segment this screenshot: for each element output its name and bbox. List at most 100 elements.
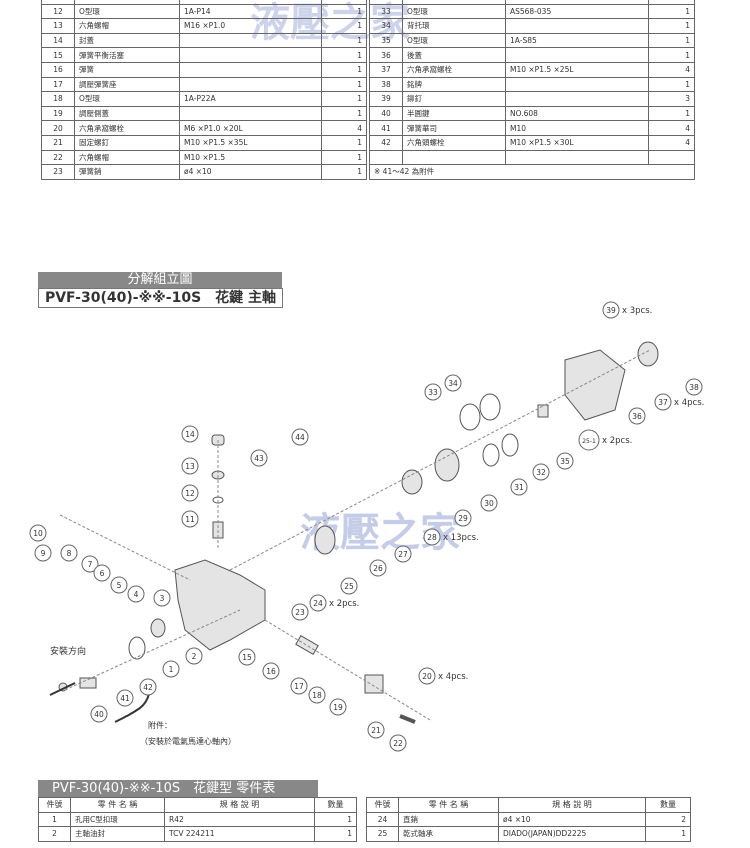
part-name: 固定螺釘	[74, 134, 180, 151]
part-name: 六角頭螺栓	[402, 134, 506, 151]
column-header: 數量	[314, 797, 357, 813]
part-number: 14	[41, 32, 75, 49]
callout-circle	[116, 689, 134, 707]
part-number: 24	[366, 811, 399, 828]
part-spec: 1A-S85	[505, 32, 649, 49]
callout-number: 34	[448, 379, 458, 388]
column-header: 規 格 說 明	[164, 797, 315, 813]
install-direction-label: 安裝方向	[50, 645, 86, 657]
callout-number: 22	[393, 739, 403, 748]
part-spec	[505, 91, 649, 107]
callout-number: 40	[94, 710, 104, 719]
callout-circle	[556, 452, 574, 470]
part-name: 六角螺帽	[74, 18, 180, 34]
callout-circle	[238, 648, 256, 666]
part-number: 21	[41, 134, 75, 151]
callout-number: 5	[117, 581, 122, 590]
part-spec: ø4 ×10	[179, 164, 322, 180]
part-spec	[179, 76, 322, 93]
callout-1: 1	[162, 660, 180, 678]
callout-35: 35	[556, 452, 574, 470]
part-qty: 4	[648, 61, 695, 78]
part-qty: 1	[321, 164, 367, 180]
callout-circle	[329, 698, 347, 716]
pump-body	[174, 559, 266, 651]
part-qty: 1	[321, 3, 367, 20]
callout-number: 41	[120, 694, 130, 703]
callout-number: 3	[160, 594, 165, 603]
callout-circle	[510, 478, 528, 496]
part-name: 彈簧銷	[74, 164, 180, 180]
part-name: 鉚釘	[402, 91, 506, 107]
part-name: O型環	[402, 32, 506, 49]
callout-circle	[110, 576, 128, 594]
callout-circle	[654, 393, 672, 411]
part-spec	[505, 18, 649, 34]
callout-number: 33	[428, 388, 438, 397]
part-name: 調壓側蓋	[74, 105, 180, 122]
part-spec: M16 ×P1.0	[179, 18, 322, 34]
part-name	[402, 149, 506, 166]
part-number: 33	[369, 3, 403, 20]
part-name: 調壓彈簧座	[74, 76, 180, 93]
callout-number: 14	[185, 430, 195, 439]
part-name: 封蓋	[74, 32, 180, 49]
part-number: 25	[366, 826, 399, 842]
part-qty: 1	[314, 811, 357, 828]
callout-22: 22	[389, 734, 407, 752]
callout-circle	[340, 577, 358, 595]
part-number: 35	[369, 32, 403, 49]
quantity-label: x 3pcs.	[622, 306, 652, 316]
part-qty: 1	[321, 105, 367, 122]
callout-42: 42	[139, 678, 157, 696]
quantity-label: x 2pcs.	[329, 599, 359, 609]
part-number: 23	[41, 164, 75, 180]
table-row	[369, 149, 695, 166]
part-number: 2	[38, 826, 71, 842]
part-name: O型環	[74, 91, 180, 107]
callout-circle	[369, 559, 387, 577]
callout-34: 34	[444, 374, 462, 392]
callout-14: 14	[181, 425, 199, 443]
quantity-label: x 13pcs.	[443, 533, 479, 543]
part-number: 18	[41, 91, 75, 107]
callout-circle	[153, 589, 171, 607]
callout-3: 3	[153, 589, 171, 607]
table-note: ※ 41～42 為附件	[369, 164, 695, 180]
part-number: 37	[369, 61, 403, 78]
part-spec: 1A-P14	[179, 3, 322, 20]
callout-number: 29	[458, 514, 468, 523]
part-qty: 1	[321, 149, 367, 166]
part-qty: 1	[648, 76, 695, 93]
callout-circle	[532, 463, 550, 481]
callout-circle	[685, 378, 703, 396]
callout-27: 27	[394, 545, 412, 563]
callout-number: 4	[134, 590, 139, 599]
callout-number: 2	[192, 652, 197, 661]
callout-circle	[480, 494, 498, 512]
callout-19: 19	[329, 698, 347, 716]
part-number: 17	[41, 76, 75, 93]
part-number: 22	[41, 149, 75, 166]
callout-number: 35	[560, 457, 570, 466]
callout-number: 18	[312, 691, 322, 700]
callout-12: 12	[181, 484, 199, 502]
part-qty: 3	[648, 91, 695, 107]
callout-2: 2	[185, 647, 203, 665]
callout-40: 40	[90, 705, 108, 723]
part-name: 彈簧	[74, 61, 180, 78]
part-spec: ø4 ×10	[498, 811, 646, 828]
callout-number: 36	[632, 412, 642, 421]
part-qty: 1	[648, 47, 695, 63]
diagram-subtitle: PVF-30(40)-※※-10S 花鍵 主軸	[38, 288, 283, 308]
callout-5: 5	[110, 576, 128, 594]
callout-25: 25	[340, 577, 358, 595]
